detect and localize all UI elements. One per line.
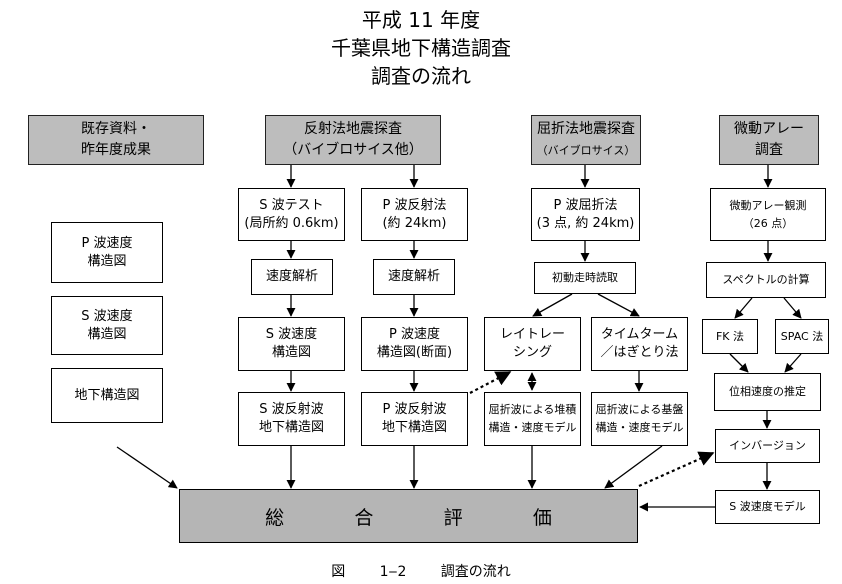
refraction-survey-line2: （バイブロサイス） [536, 144, 636, 157]
p-velocity-analysis-box: 速度解析 [373, 259, 455, 295]
arrow-basement-to-summary [604, 445, 663, 489]
fk-method-label: FK 法 [715, 329, 745, 343]
comprehensive-evaluation-box: 総 合 評 価 [179, 489, 638, 543]
s-velocity-structure-box: S 波速度 構造図 [238, 317, 345, 371]
sediment-model-line2: 構造・速度モデル [488, 421, 577, 434]
s-reflection-map-line1: S 波反射波 [259, 402, 324, 417]
microtremor-observation-line1: 微動アレー観測 [729, 198, 807, 212]
p-velocity-structure-line2: 構造図(断面) [376, 345, 453, 360]
p-velocity-map-box: P 波速度 構造図 [51, 222, 163, 283]
existing-data-line2: 昨年度成果 [81, 142, 151, 158]
s-velocity-map-box: S 波速度 構造図 [51, 296, 163, 355]
figure-caption: 図 1‒2 調査の流れ [331, 564, 511, 580]
arrow-existing-to-summary [116, 446, 178, 489]
evaluation-char-1: 総 [265, 506, 285, 529]
p-reflection-survey-box: P 波反射法 (約 24km) [361, 188, 468, 241]
phase-velocity-label: 位相速度の推定 [729, 385, 806, 398]
evaluation-char-2: 合 [354, 506, 374, 529]
spectrum-calc-label: スペクトルの計算 [722, 273, 810, 286]
p-reflection-map-box: P 波反射波 地下構造図 [361, 392, 468, 446]
p-reflection-survey-line1: P 波反射法 [382, 197, 447, 213]
p-refraction-survey-line1: P 波屈折法 [553, 197, 618, 213]
arrow-p-velocity-to-ray-tracing [469, 371, 512, 394]
time-term-box: タイムターム ／はぎとり法 [591, 317, 688, 371]
basement-model-line2: 構造・速度モデル [595, 421, 684, 434]
basement-model-line1: 屈折波による基盤 [595, 403, 684, 416]
refraction-survey-line1: 屈折法地震探査 [537, 121, 635, 137]
inversion-box: インバージョン [715, 429, 820, 463]
arrow-first-arrival-to-time-term [597, 293, 640, 317]
p-reflection-survey-line2: (約 24km) [382, 215, 447, 231]
s-reflection-map-line2: 地下構造図 [258, 420, 324, 435]
existing-data-line1: 既存資料・ [81, 121, 151, 137]
s-velocity-analysis-box: 速度解析 [251, 259, 333, 295]
arrow-fk-to-phase [729, 353, 749, 373]
s-velocity-map-line2: 構造図 [87, 326, 127, 342]
microtremor-survey-box: 微動アレー 調査 [719, 115, 819, 165]
p-velocity-structure-box: P 波速度 構造図(断面) [361, 317, 468, 371]
s-velocity-analysis-label: 速度解析 [265, 269, 318, 284]
p-refraction-survey-box: P 波屈折法 (3 点, 約 24km) [531, 188, 640, 241]
arrow-spac-to-phase [784, 353, 802, 373]
p-velocity-structure-line1: P 波速度 [389, 327, 440, 342]
ray-tracing-line2: シング [512, 345, 552, 360]
s-velocity-model-label: S 波速度モデル [729, 500, 806, 513]
first-arrival-label: 初動走時読取 [552, 271, 618, 284]
time-term-line2: ／はぎとり法 [600, 345, 679, 360]
s-velocity-map-line1: S 波速度 [81, 308, 133, 324]
s-wave-test-box: S 波テスト (局所約 0.6km) [238, 188, 345, 241]
p-velocity-analysis-label: 速度解析 [387, 269, 440, 284]
s-wave-test-line1: S 波テスト [259, 197, 324, 213]
reflection-survey-line2: （バイブロサイス他） [283, 142, 423, 158]
first-arrival-box: 初動走時読取 [534, 262, 636, 294]
p-refraction-survey-line2: (3 点, 約 24km) [536, 215, 635, 231]
title-flow: 調査の流れ [371, 64, 471, 88]
evaluation-char-4: 価 [532, 506, 552, 529]
ray-tracing-box: レイトレー シング [484, 317, 581, 371]
underground-map-box: 地下構造図 [51, 368, 163, 423]
arrow-spectrum-to-spac [783, 297, 802, 319]
s-wave-test-line2: (局所約 0.6km) [244, 215, 339, 231]
sediment-model-box: 屈折波による堆積 構造・速度モデル [484, 392, 581, 446]
basement-model-box: 屈折波による基盤 構造・速度モデル [591, 392, 688, 446]
underground-map-line1: 地下構造図 [74, 387, 140, 403]
p-velocity-map-line2: 構造図 [87, 253, 127, 269]
arrow-spectrum-to-fk [734, 297, 753, 319]
time-term-line1: タイムターム [600, 327, 679, 342]
phase-velocity-box: 位相速度の推定 [714, 373, 821, 411]
microtremor-survey-line1: 微動アレー [734, 121, 804, 137]
existing-data-box: 既存資料・ 昨年度成果 [28, 115, 204, 165]
spac-method-label: SPAC 法 [780, 329, 824, 343]
ray-tracing-line1: レイトレー [499, 327, 565, 342]
microtremor-survey-line2: 調査 [755, 142, 783, 158]
reflection-survey-line1: 反射法地震探査 [304, 121, 402, 137]
p-reflection-map-line2: 地下構造図 [381, 420, 447, 435]
arrow-first-arrival-to-ray-tracing [532, 293, 573, 317]
reflection-survey-box: 反射法地震探査 （バイブロサイス他） [265, 115, 441, 165]
s-reflection-map-box: S 波反射波 地下構造図 [238, 392, 345, 446]
fk-method-box: FK 法 [702, 319, 758, 354]
microtremor-observation-line2: （26 点） [742, 216, 794, 230]
s-velocity-structure-line2: 構造図 [271, 345, 311, 360]
p-velocity-map-line1: P 波速度 [81, 235, 133, 251]
title-year: 平成 11 年度 [361, 8, 481, 32]
evaluation-char-3: 評 [443, 506, 463, 529]
s-velocity-structure-line1: S 波速度 [265, 327, 318, 342]
s-velocity-model-box: S 波速度モデル [715, 490, 820, 524]
sediment-model-line1: 屈折波による堆積 [488, 403, 577, 416]
arrow-summary-to-inversion [638, 451, 715, 488]
refraction-survey-box: 屈折法地震探査 （バイブロサイス） [531, 115, 641, 165]
spac-method-box: SPAC 法 [775, 319, 829, 354]
p-reflection-map-line1: P 波反射波 [382, 402, 447, 417]
title-survey: 千葉県地下構造調査 [331, 36, 511, 60]
inversion-label: インバージョン [729, 439, 806, 452]
microtremor-observation-box: 微動アレー観測 （26 点） [710, 188, 826, 241]
spectrum-calc-box: スペクトルの計算 [706, 262, 826, 298]
